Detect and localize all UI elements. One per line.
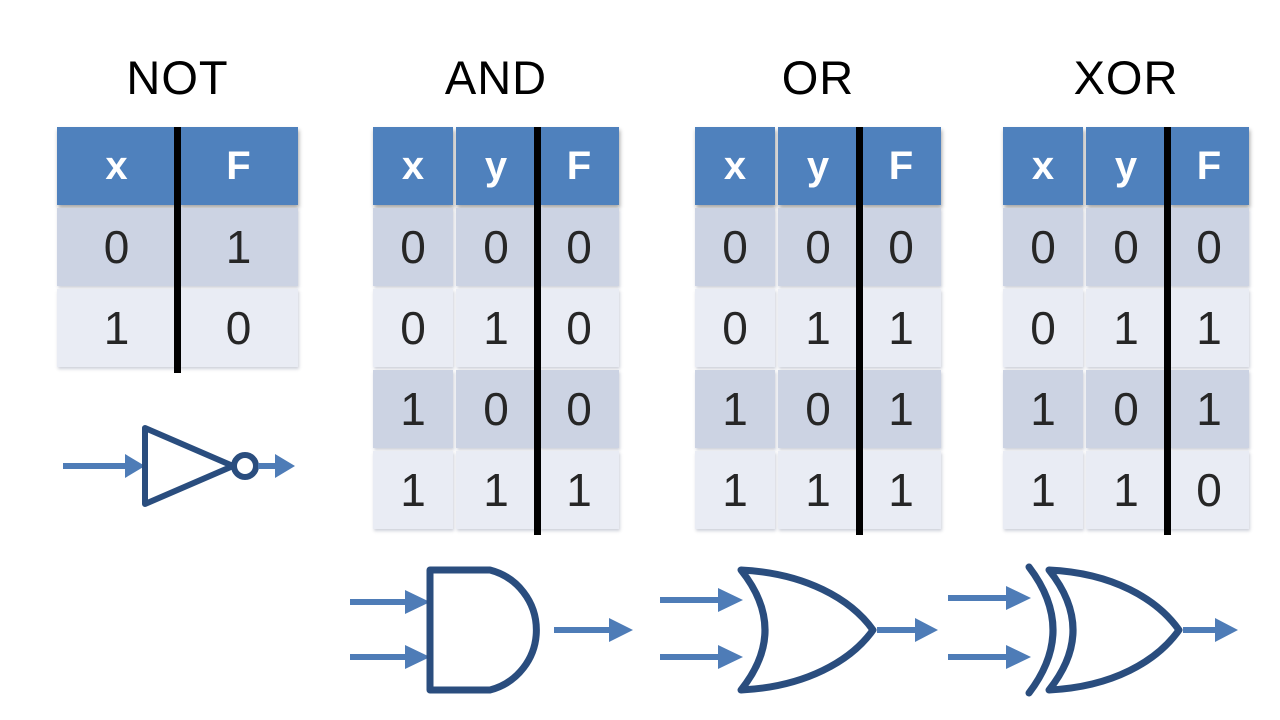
xor-input-arrowhead-2 (1006, 645, 1031, 669)
xor-title: XOR (1073, 51, 1179, 104)
header-cell: F (539, 127, 619, 205)
truth-cell: 1 (1169, 289, 1249, 367)
header-cell: x (373, 127, 453, 205)
or-input-arrowhead-2 (718, 645, 743, 669)
xor-gate-icon (948, 563, 1238, 697)
truth-cell: 0 (57, 208, 176, 286)
not-input-arrowhead (125, 454, 145, 478)
xor-body (1045, 566, 1183, 694)
and-body (426, 566, 540, 694)
or-input-arrowhead-1 (718, 588, 743, 612)
or-output-arrowhead (915, 618, 938, 642)
table-divider-line (174, 127, 181, 373)
truth-cell: 0 (1086, 208, 1166, 286)
truth-cell: 1 (57, 289, 176, 367)
truth-cell: 0 (695, 208, 775, 286)
truth-cell: 1 (1086, 451, 1166, 529)
truth-cell: 1 (179, 208, 298, 286)
truth-cell: 0 (456, 370, 536, 448)
table-divider-line (1164, 127, 1171, 535)
not-bubble (231, 452, 259, 480)
truth-cell: 0 (1003, 208, 1083, 286)
and-title: AND (444, 51, 548, 104)
xor-output-arrowhead (1215, 618, 1238, 642)
truth-cell: 1 (456, 289, 536, 367)
truth-cell: 1 (1086, 289, 1166, 367)
header-cell: F (861, 127, 941, 205)
truth-cell: 0 (695, 289, 775, 367)
truth-cell: 0 (539, 289, 619, 367)
truth-cell: 0 (539, 208, 619, 286)
truth-cell: 1 (373, 370, 453, 448)
header-cell: y (456, 127, 536, 205)
and-input-arrowhead-1 (405, 590, 430, 614)
truth-cell: 1 (456, 451, 536, 529)
truth-cell: 1 (373, 451, 453, 529)
truth-cell: 0 (179, 289, 298, 367)
not-title: NOT (126, 51, 229, 104)
header-cell: x (695, 127, 775, 205)
not-output-arrowhead (275, 454, 295, 478)
table-divider-line (856, 127, 863, 535)
header-cell: F (1169, 127, 1249, 205)
truth-cell: 1 (861, 451, 941, 529)
or-title: OR (781, 51, 855, 104)
truth-cell: 0 (1086, 370, 1166, 448)
truth-cell: 1 (778, 451, 858, 529)
truth-cell: 1 (1003, 451, 1083, 529)
truth-cell: 0 (778, 208, 858, 286)
truth-cell: 1 (1169, 370, 1249, 448)
truth-cell: 0 (1003, 289, 1083, 367)
truth-cell: 1 (778, 289, 858, 367)
xor-extra-arc (1025, 563, 1057, 697)
truth-cell: 1 (861, 370, 941, 448)
xor-input-arrowhead-1 (1006, 586, 1031, 610)
not-triangle (142, 425, 236, 507)
truth-cell: 0 (861, 208, 941, 286)
truth-cell: 0 (456, 208, 536, 286)
truth-cell: 0 (778, 370, 858, 448)
and-input-arrowhead-2 (405, 645, 430, 669)
truth-cell: 0 (1169, 451, 1249, 529)
truth-cell: 0 (539, 370, 619, 448)
table-divider-line (534, 127, 541, 535)
header-cell: x (1003, 127, 1083, 205)
and-output-arrowhead (609, 618, 633, 642)
truth-cell: 0 (373, 208, 453, 286)
header-cell: y (778, 127, 858, 205)
truth-cell: 1 (861, 289, 941, 367)
or-gate-icon (660, 566, 938, 694)
truth-cell: 1 (695, 370, 775, 448)
truth-cell: 0 (373, 289, 453, 367)
truth-cell: 1 (1003, 370, 1083, 448)
truth-cell: 1 (695, 451, 775, 529)
truth-cell: 0 (1169, 208, 1249, 286)
or-body (737, 566, 877, 694)
header-cell: x (57, 127, 176, 205)
header-cell: y (1086, 127, 1166, 205)
header-cell: F (179, 127, 298, 205)
truth-cell: 1 (539, 451, 619, 529)
and-gate-icon (350, 566, 633, 694)
not-gate-icon (63, 425, 295, 507)
